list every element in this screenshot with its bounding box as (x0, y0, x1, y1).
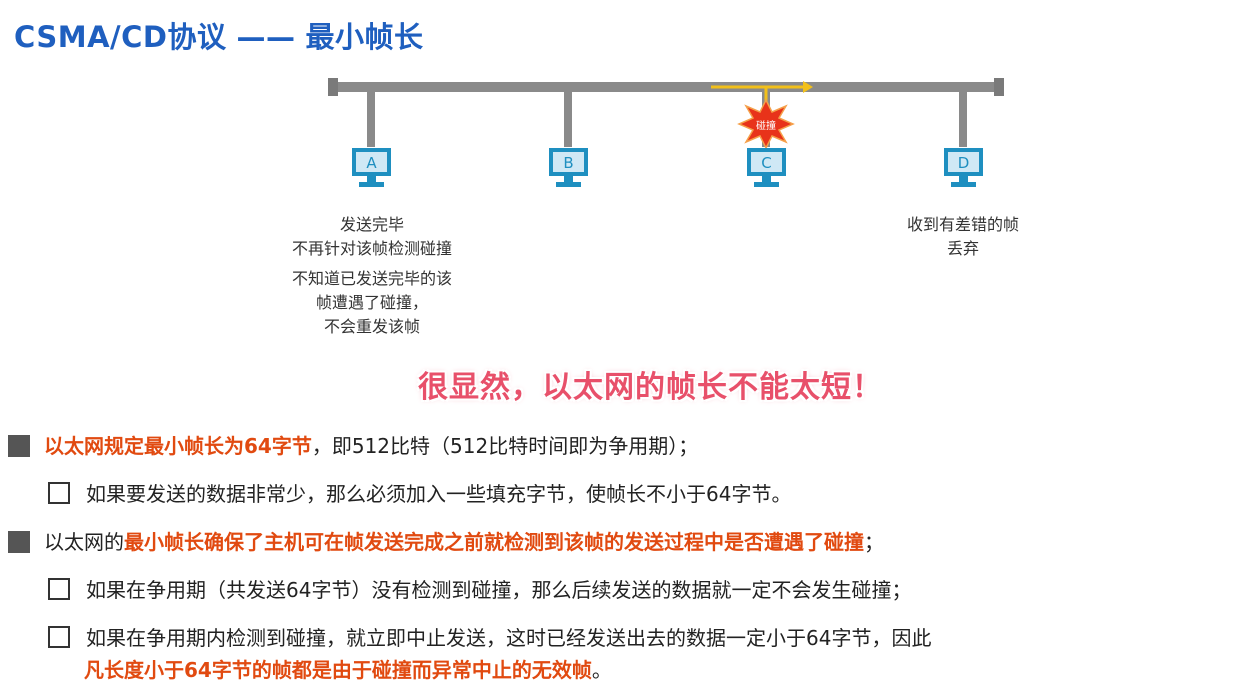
bus-line (331, 82, 1001, 92)
drop-a (367, 92, 375, 147)
bus-diagram: 碰撞 A B C D (328, 78, 1004, 187)
bullet-2-highlight: 最小帧长确保了主机可在帧发送完成之前就检测到该帧的发送过程中是否遭遇了碰撞 (124, 530, 864, 554)
bullet-2-sub-1: 如果在争用期（共发送64字节）没有检测到碰撞，那么后续发送的数据就一定不会发生碰… (48, 574, 911, 603)
annotation-line: 丢弃 (946, 239, 979, 258)
bullet-2-prefix: 以太网的 (44, 530, 124, 554)
bullet-2-sub-2-suffix: 。 (591, 658, 612, 682)
bullet-1-sub-1-text: 如果要发送的数据非常少，那么必须加入一些填充字节，使帧长不小于64字节。 (86, 482, 792, 506)
station-a-annotation: 发送完毕 不再针对该帧检测碰撞 不知道已发送完毕的该 帧遭遇了碰撞， 不会重发该… (262, 213, 482, 339)
bullet-square-icon (8, 531, 30, 553)
drop-d (959, 92, 967, 147)
page-title: CSMA/CD协议 —— 最小帧长 (14, 14, 423, 56)
bullet-1: 以太网规定最小帧长为64字节，即512比特（512比特时间即为争用期）； (8, 430, 698, 459)
station-b-letter: B (563, 154, 573, 172)
bullet-checkbox-icon (48, 626, 70, 648)
annotation-line: 发送完毕 (339, 215, 404, 234)
bullet-1-rest: ，即512比特（512比特时间即为争用期）； (311, 434, 699, 458)
station-a-letter: A (366, 154, 377, 172)
bullet-1-sub-1: 如果要发送的数据非常少，那么必须加入一些填充字节，使帧长不小于64字节。 (48, 478, 791, 507)
title-main: CSMA/CD协议 (14, 20, 227, 54)
title-dash: —— (236, 20, 296, 54)
annotation-line: 不会重发该帧 (323, 317, 420, 336)
bullet-2-sub-2: 如果在争用期内检测到碰撞，就立即中止发送，这时已经发送出去的数据一定小于64字节… (48, 622, 931, 651)
annotation-line: 不再针对该帧检测碰撞 (291, 239, 452, 258)
bullet-2: 以太网的最小帧长确保了主机可在帧发送完成之前就检测到该帧的发送过程中是否遭遇了碰… (8, 526, 884, 555)
bullet-1-highlight: 以太网规定最小帧长为64字节 (44, 434, 312, 458)
bullet-2-sub-1-text: 如果在争用期（共发送64字节）没有检测到碰撞，那么后续发送的数据就一定不会发生碰… (86, 578, 912, 602)
collision-label: 碰撞 (756, 119, 776, 132)
callout-text: 很显然，以太网的帧长不能太短！ (418, 370, 883, 405)
annotation-line: 帧遭遇了碰撞， (315, 293, 428, 312)
bullet-checkbox-icon (48, 578, 70, 600)
bullet-2-sub-2-cont: 凡长度小于64字节的帧都是由于碰撞而异常中止的无效帧。 (84, 654, 612, 683)
bullet-2-sub-2-line1: 如果在争用期内检测到碰撞，就立即中止发送，这时已经发送出去的数据一定小于64字节… (86, 626, 932, 650)
bus-end-right (994, 78, 1004, 96)
station-d-computer-icon: D (944, 148, 983, 187)
title-sub: 最小帧长 (305, 20, 424, 54)
station-c-computer-icon: C (747, 148, 786, 187)
station-d-letter: D (958, 154, 970, 172)
bullet-square-icon (8, 435, 30, 457)
station-d-annotation: 收到有差错的帧 丢弃 (873, 213, 1053, 261)
drop-b (564, 92, 572, 147)
bus-end-left (328, 78, 338, 96)
annotation-line: 收到有差错的帧 (906, 215, 1019, 234)
annotation-line: 不知道已发送完毕的该 (291, 269, 452, 288)
bullet-2-sub-2-highlight: 凡长度小于64字节的帧都是由于碰撞而异常中止的无效帧 (84, 658, 592, 682)
station-c-letter: C (761, 154, 771, 172)
bullet-checkbox-icon (48, 482, 70, 504)
bullet-2-suffix: ； (864, 530, 884, 554)
station-a-computer-icon: A (352, 148, 391, 187)
station-b-computer-icon: B (549, 148, 588, 187)
